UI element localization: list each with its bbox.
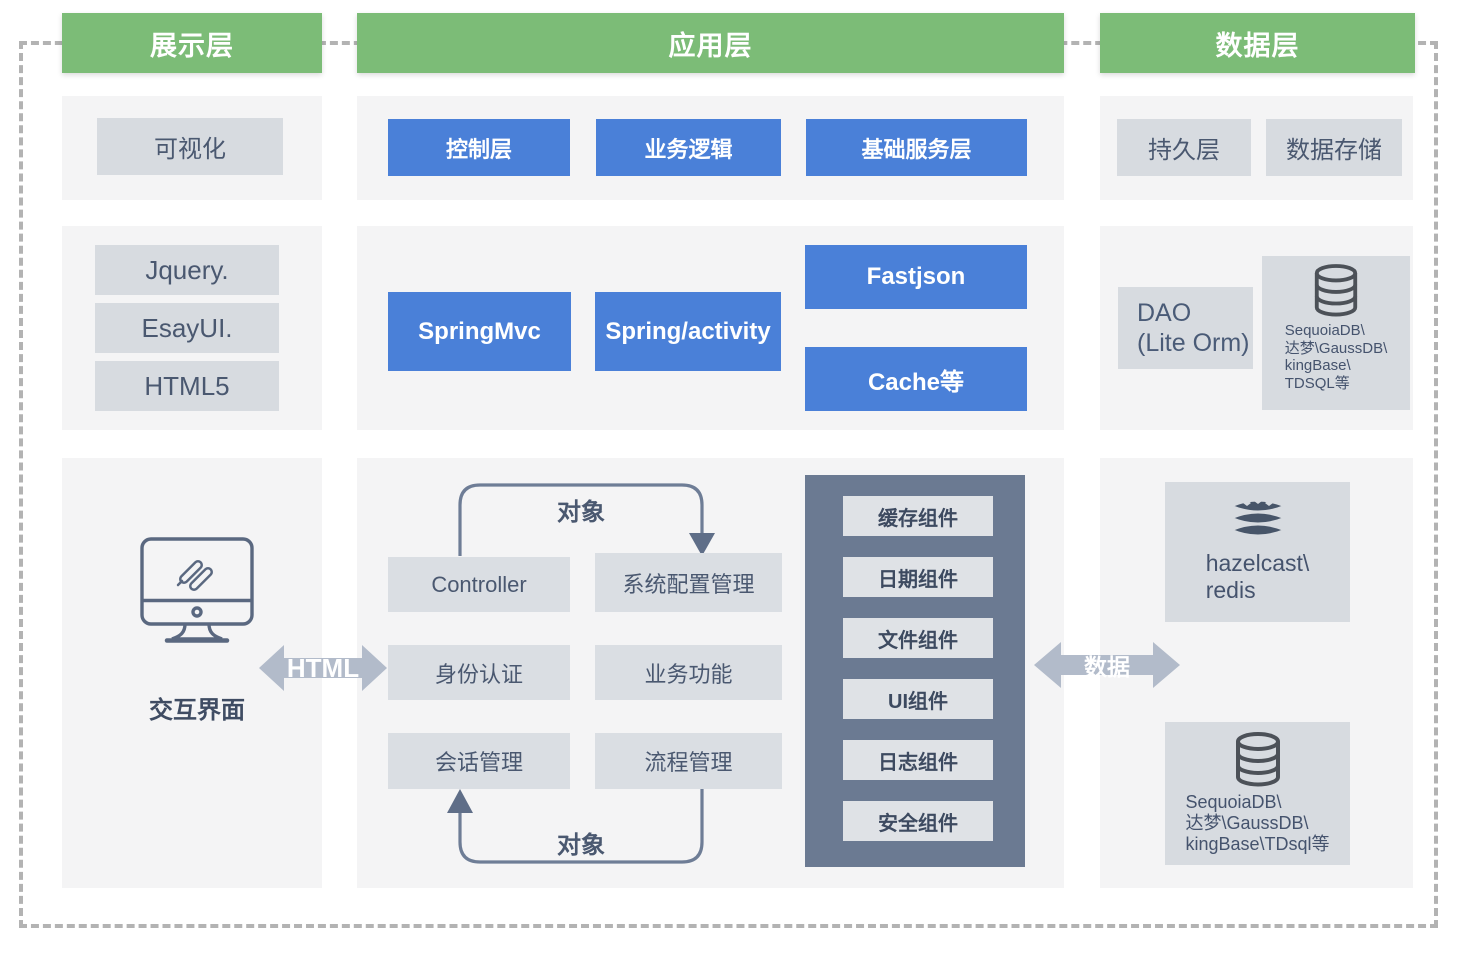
database-box-top: SequoiaDB\ 达梦\GaussDB\ kingBase\ TDSQL等 <box>1262 256 1410 410</box>
html-arrow: HTML <box>259 642 387 694</box>
component-stack-panel: 缓存组件 日期组件 文件组件 UI组件 日志组件 安全组件 <box>805 475 1025 867</box>
component-box-security: 安全组件 <box>843 801 993 841</box>
framework-box-html5: HTML5 <box>95 361 279 411</box>
framework-box-cache: Cache等 <box>805 347 1027 411</box>
cache-db-box: hazelcast\ redis <box>1165 482 1350 622</box>
header-data-layer: 数据层 <box>1100 13 1415 73</box>
framework-box-spring-activity: Spring/activity <box>595 292 781 371</box>
database-icon <box>1235 732 1280 787</box>
db-bottom-line2: 达梦\GaussDB\ <box>1185 813 1309 834</box>
component-box-log: 日志组件 <box>843 740 993 780</box>
framework-box-fastjson: Fastjson <box>805 245 1027 309</box>
html-arrow-label: HTML <box>286 652 360 683</box>
db-top-line1: SequoiaDB\ <box>1284 322 1365 339</box>
data-storage-box: 数据存储 <box>1266 119 1402 176</box>
interface-label: 交互界面 <box>149 697 245 724</box>
data-arrow: 数据 <box>1034 639 1180 691</box>
flow-box-business-function: 业务功能 <box>595 645 782 700</box>
dao-line1: DAO <box>1137 298 1192 327</box>
flow-box-controller: Controller <box>388 557 570 612</box>
database-box-bottom: SequoiaDB\ 达梦\GaussDB\ kingBase\TDsql等 <box>1165 722 1350 865</box>
db-top-line3: kingBase\ <box>1284 357 1351 375</box>
framework-box-easyui: EsayUI. <box>95 303 279 353</box>
dao-box: DAO (Lite Orm) <box>1118 287 1253 369</box>
header-presentation-layer: 展示层 <box>62 13 322 73</box>
persistence-box: 持久层 <box>1117 119 1251 176</box>
pencil-glyph <box>176 560 213 591</box>
tier-box-business-logic: 业务逻辑 <box>596 119 781 176</box>
object-label-top: 对象 <box>557 499 605 526</box>
component-box-file: 文件组件 <box>843 618 993 658</box>
component-box-ui: UI组件 <box>843 679 993 719</box>
dao-line2: (Lite Orm) <box>1137 329 1250 357</box>
database-icon <box>1314 264 1358 317</box>
db-top-line2: 达梦\GaussDB\ <box>1284 339 1388 357</box>
db-top-line4: TDSQL等 <box>1284 375 1350 393</box>
component-box-cache: 缓存组件 <box>843 496 993 536</box>
db-bottom-line3: kingBase\TDsql等 <box>1185 834 1330 855</box>
flow-box-identity-auth: 身份认证 <box>388 645 570 700</box>
tier-box-control: 控制层 <box>388 119 570 176</box>
framework-box-springmvc: SpringMvc <box>388 292 571 371</box>
visualization-box: 可视化 <box>97 118 283 175</box>
flow-box-process-mgmt: 流程管理 <box>595 733 782 789</box>
object-label-bottom: 对象 <box>557 832 605 859</box>
flow-box-system-config: 系统配置管理 <box>595 553 782 612</box>
framework-box-jquery: Jquery. <box>95 245 279 295</box>
cache-line2: redis <box>1205 577 1256 604</box>
monitor-icon <box>140 537 254 643</box>
flow-box-session-mgmt: 会话管理 <box>388 733 570 789</box>
data-arrow-label: 数据 <box>1084 654 1130 680</box>
component-box-date: 日期组件 <box>843 557 993 597</box>
db-bottom-line1: SequoiaDB\ <box>1185 792 1282 812</box>
double-arrow-icon <box>1034 642 1180 688</box>
double-arrow-icon <box>259 645 387 691</box>
tier-box-basic-services: 基础服务层 <box>806 119 1027 176</box>
header-application-layer: 应用层 <box>357 13 1064 73</box>
cache-line1: hazelcast\ <box>1205 550 1310 576</box>
redis-icon <box>1229 498 1286 537</box>
